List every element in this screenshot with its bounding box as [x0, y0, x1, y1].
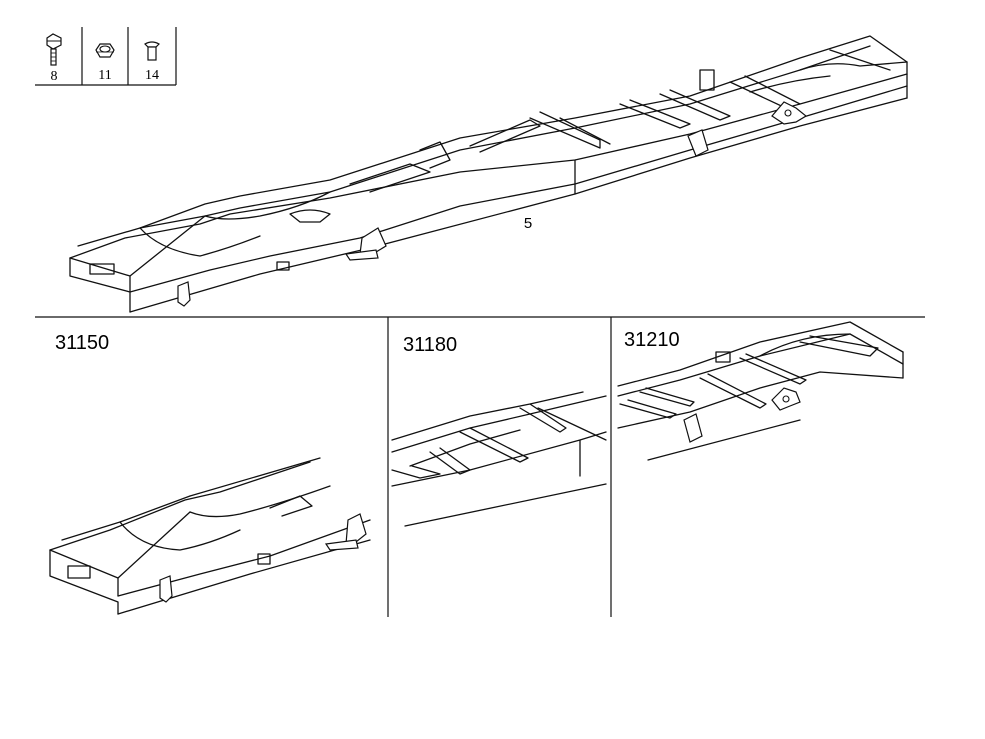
hardware-legend: 8 11 14	[35, 27, 177, 86]
detail-31180-frame-center	[391, 391, 607, 527]
main-spring-bracket-front	[177, 281, 191, 307]
rivet-icon	[144, 41, 160, 61]
bolt-part-number: 8	[51, 69, 58, 84]
main-spring-bracket-center	[344, 227, 387, 261]
main-spring-bracket-rear	[687, 129, 709, 157]
detail-31210-spring-bracket-icon	[683, 413, 703, 443]
detail-31210-number: 31210	[624, 329, 680, 351]
detail-31210-frame-rear	[617, 321, 904, 461]
bolt-icon	[46, 33, 62, 66]
main-part-callout: 5	[524, 215, 532, 232]
nut-icon	[95, 43, 115, 58]
detail-31150-frame-front	[49, 457, 371, 615]
detail-31180-number: 31180	[403, 334, 457, 356]
main-tow-hook-icon	[771, 101, 808, 125]
nut-part-number: 11	[98, 68, 111, 83]
rivet-part-number: 14	[145, 68, 159, 83]
detail-31150-spring-bracket-icon	[159, 513, 367, 603]
detail-31210-tow-hook-icon	[771, 387, 801, 411]
detail-31150-number: 31150	[55, 332, 109, 354]
main-chassis-frame	[69, 35, 908, 313]
